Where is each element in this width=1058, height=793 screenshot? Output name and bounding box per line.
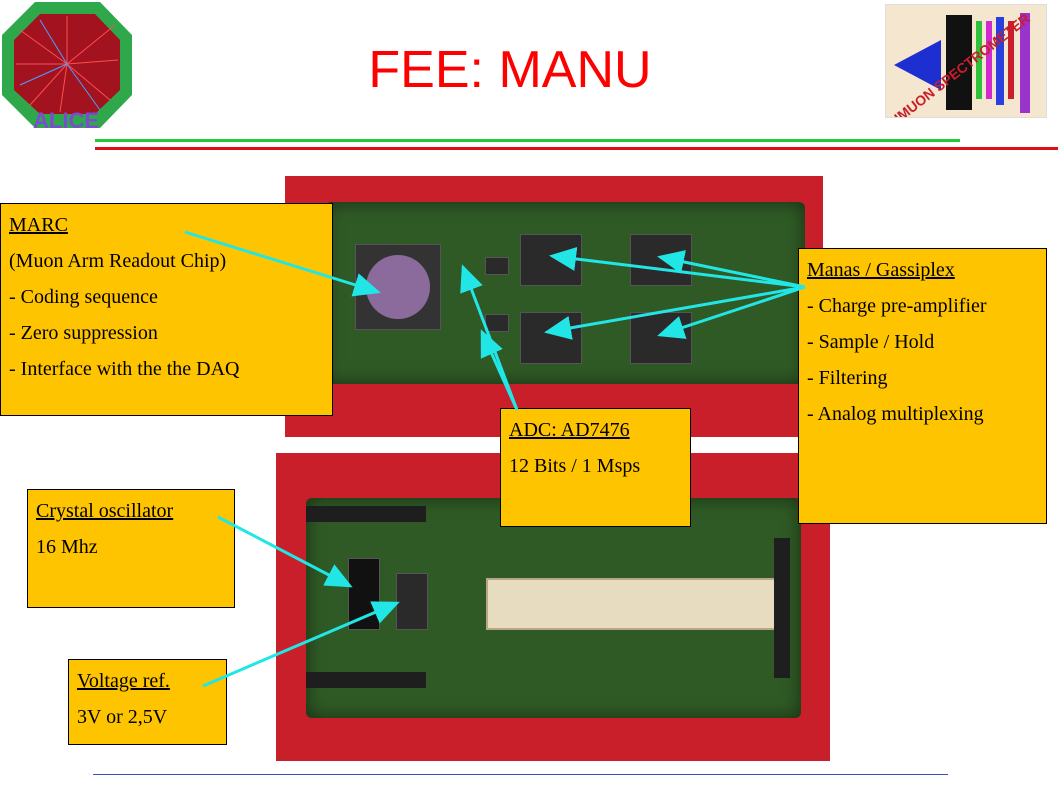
adc-chip-1 xyxy=(485,257,509,275)
crystal-line: 16 Mhz xyxy=(36,536,98,558)
marc-arrow xyxy=(184,230,381,297)
manas-arrow-2 xyxy=(657,250,806,289)
marc-line: - Interface with the the DAQ xyxy=(9,358,240,380)
adc-callout: ADC: AD7476 12 Bits / 1 Msps xyxy=(500,408,691,527)
voltage-ref-chip xyxy=(396,573,428,630)
crystal-callout: Crystal oscillator 16 Mhz xyxy=(27,489,235,608)
marc-line: (Muon Arm Readout Chip) xyxy=(9,250,227,272)
divider-green xyxy=(95,139,960,142)
manas-line: - Sample / Hold xyxy=(807,331,935,353)
crystal-heading: Crystal oscillator xyxy=(36,500,174,522)
pin-header-bottom xyxy=(306,672,426,688)
manas-line: - Filtering xyxy=(807,367,888,389)
manas-arrow-4 xyxy=(657,285,806,339)
slide-title: FEE: MANU xyxy=(368,41,652,99)
vref-arrow xyxy=(202,601,400,688)
alice-logo-text: ALICE xyxy=(33,108,99,130)
vref-line: 3V or 2,5V xyxy=(77,706,168,728)
adc-heading: ADC: AD7476 xyxy=(509,419,630,441)
alice-logo: ALICE xyxy=(0,0,135,133)
board-photo-top xyxy=(285,176,823,437)
vref-heading: Voltage ref. xyxy=(77,670,170,692)
pin-header-top xyxy=(306,506,426,522)
pcb-bottom xyxy=(306,498,801,718)
adc-arrow-2 xyxy=(480,329,519,411)
marc-line: - Zero suppression xyxy=(9,322,158,344)
manas-callout: Manas / Gassiplex - Charge pre-amplifier… xyxy=(798,248,1047,524)
pin-header-right xyxy=(774,538,790,678)
vref-callout: Voltage ref. 3V or 2,5V xyxy=(68,659,227,745)
manas-line: - Charge pre-amplifier xyxy=(807,295,987,317)
pcb-top xyxy=(325,202,805,384)
adc-line: 12 Bits / 1 Msps xyxy=(509,455,641,477)
marc-heading: MARC xyxy=(9,214,68,236)
divider-bottom xyxy=(93,774,948,775)
manas-heading: Manas / Gassiplex xyxy=(807,259,955,281)
connector xyxy=(486,578,780,630)
marc-callout: MARC (Muon Arm Readout Chip) - Coding se… xyxy=(0,203,333,416)
crystal-arrow xyxy=(217,515,353,588)
marc-line: - Coding sequence xyxy=(9,286,158,308)
dimuon-spectrometer-logo: DIMUON SPECTROMETER xyxy=(883,4,1047,132)
manas-line: - Analog multiplexing xyxy=(807,403,984,425)
divider-red xyxy=(95,147,1058,150)
manas-arrow-3 xyxy=(544,285,806,340)
